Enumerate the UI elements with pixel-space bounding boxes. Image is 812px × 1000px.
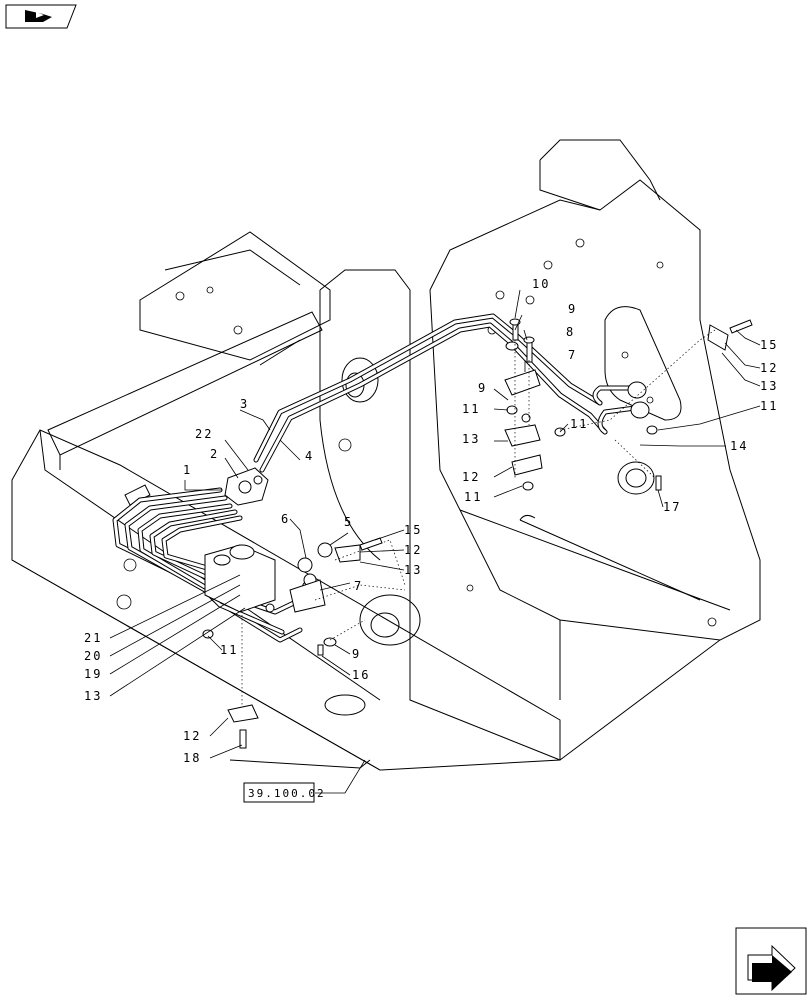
callout-11b: 11 — [464, 490, 482, 504]
callout-13b: 13 — [462, 432, 480, 446]
callout-14: 14 — [730, 439, 748, 453]
leader-lines — [109, 289, 761, 794]
callout-4: 4 — [305, 449, 314, 463]
callout-9b: 9 — [478, 381, 487, 395]
callout-10: 10 — [532, 277, 550, 291]
fasteners — [202, 318, 753, 749]
callout-11a: 11 — [462, 402, 480, 416]
callout-12a: 12 — [760, 361, 778, 375]
callout-11c: 11 — [570, 417, 588, 431]
callout-9a: 9 — [568, 302, 577, 316]
callout-1: 1 — [183, 463, 192, 477]
coupling-fitting — [224, 467, 269, 506]
callout-22: 22 — [195, 427, 213, 441]
bookmark-flag-icon[interactable] — [5, 4, 77, 29]
callout-21: 21 — [84, 631, 102, 645]
callout-15b: 15 — [404, 523, 422, 537]
callout-12b: 12 — [462, 470, 480, 484]
callout-15a: 15 — [760, 338, 778, 352]
callout-12d: 12 — [183, 729, 201, 743]
callout-6: 6 — [281, 512, 290, 526]
valve-block — [204, 544, 276, 613]
callout-11e: 11 — [220, 643, 238, 657]
frame-structure — [11, 139, 761, 771]
callout-7b: 7 — [354, 579, 363, 593]
callout-19: 19 — [84, 667, 102, 681]
callout-11d: 11 — [760, 399, 778, 413]
callout-17: 17 — [663, 500, 681, 514]
callout-20: 20 — [84, 649, 102, 663]
callout-numbers: 1 2 3 4 5 6 7 7 8 9 9 9 10 11 11 11 11 1… — [84, 277, 778, 765]
callout-7a: 7 — [568, 348, 577, 362]
reference-box[interactable]: 39.100.02 — [243, 782, 326, 803]
callout-5: 5 — [344, 515, 353, 529]
hydraulic-pipes — [112, 313, 638, 643]
next-page-arrow-icon[interactable] — [735, 927, 807, 995]
callout-13c: 13 — [404, 563, 422, 577]
assembly-guide-lines — [241, 329, 716, 705]
bracket-fittings-center — [289, 542, 361, 613]
callout-2: 2 — [210, 447, 219, 461]
callout-8: 8 — [566, 325, 575, 339]
reference-box-label: 39.100.02 — [248, 787, 326, 800]
callout-3: 3 — [240, 397, 249, 411]
callout-9c: 9 — [352, 647, 361, 661]
callout-13a: 13 — [760, 379, 778, 393]
callout-12c: 12 — [404, 543, 422, 557]
callout-13d: 13 — [84, 689, 102, 703]
callout-16: 16 — [352, 668, 370, 682]
bracket-fittings-right — [227, 324, 729, 723]
callout-18: 18 — [183, 751, 201, 765]
